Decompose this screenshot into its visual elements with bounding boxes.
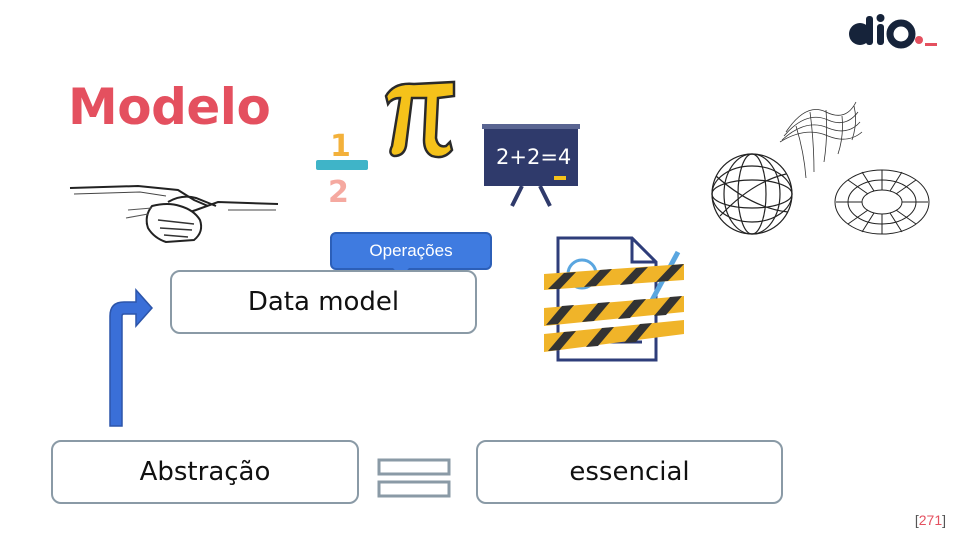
- equals-icon: [377, 458, 451, 502]
- wireframe-sphere-icon: [710, 152, 794, 240]
- page-number: [271]: [914, 512, 946, 528]
- dio-logo: [846, 12, 942, 61]
- fraction-one-half-icon: 1 2: [312, 122, 372, 214]
- abstracao-label: Abstração: [139, 457, 271, 487]
- chalkboard-2plus2-icon: 2+2=4: [482, 124, 580, 212]
- svg-text:2+2=4: 2+2=4: [496, 145, 571, 169]
- abstracao-box: Abstração: [51, 440, 359, 504]
- svg-text:2: 2: [328, 175, 349, 210]
- essencial-label: essencial: [569, 457, 690, 487]
- pi-icon: [380, 76, 460, 164]
- slide-title: Modelo: [68, 78, 271, 136]
- wireframe-torus-icon: [832, 166, 932, 242]
- handshake-icon: [68, 180, 280, 250]
- data-model-label: Data model: [247, 287, 400, 317]
- bent-arrow-icon: [104, 286, 156, 432]
- under-construction-document-icon: [542, 234, 688, 368]
- essencial-box: essencial: [476, 440, 783, 504]
- svg-text:1: 1: [330, 129, 351, 164]
- wireframe-surface-icon: [776, 92, 866, 188]
- operacoes-callout: Operações: [330, 232, 492, 270]
- page-number-value: 271: [918, 512, 943, 528]
- data-model-box: Data model: [170, 270, 477, 334]
